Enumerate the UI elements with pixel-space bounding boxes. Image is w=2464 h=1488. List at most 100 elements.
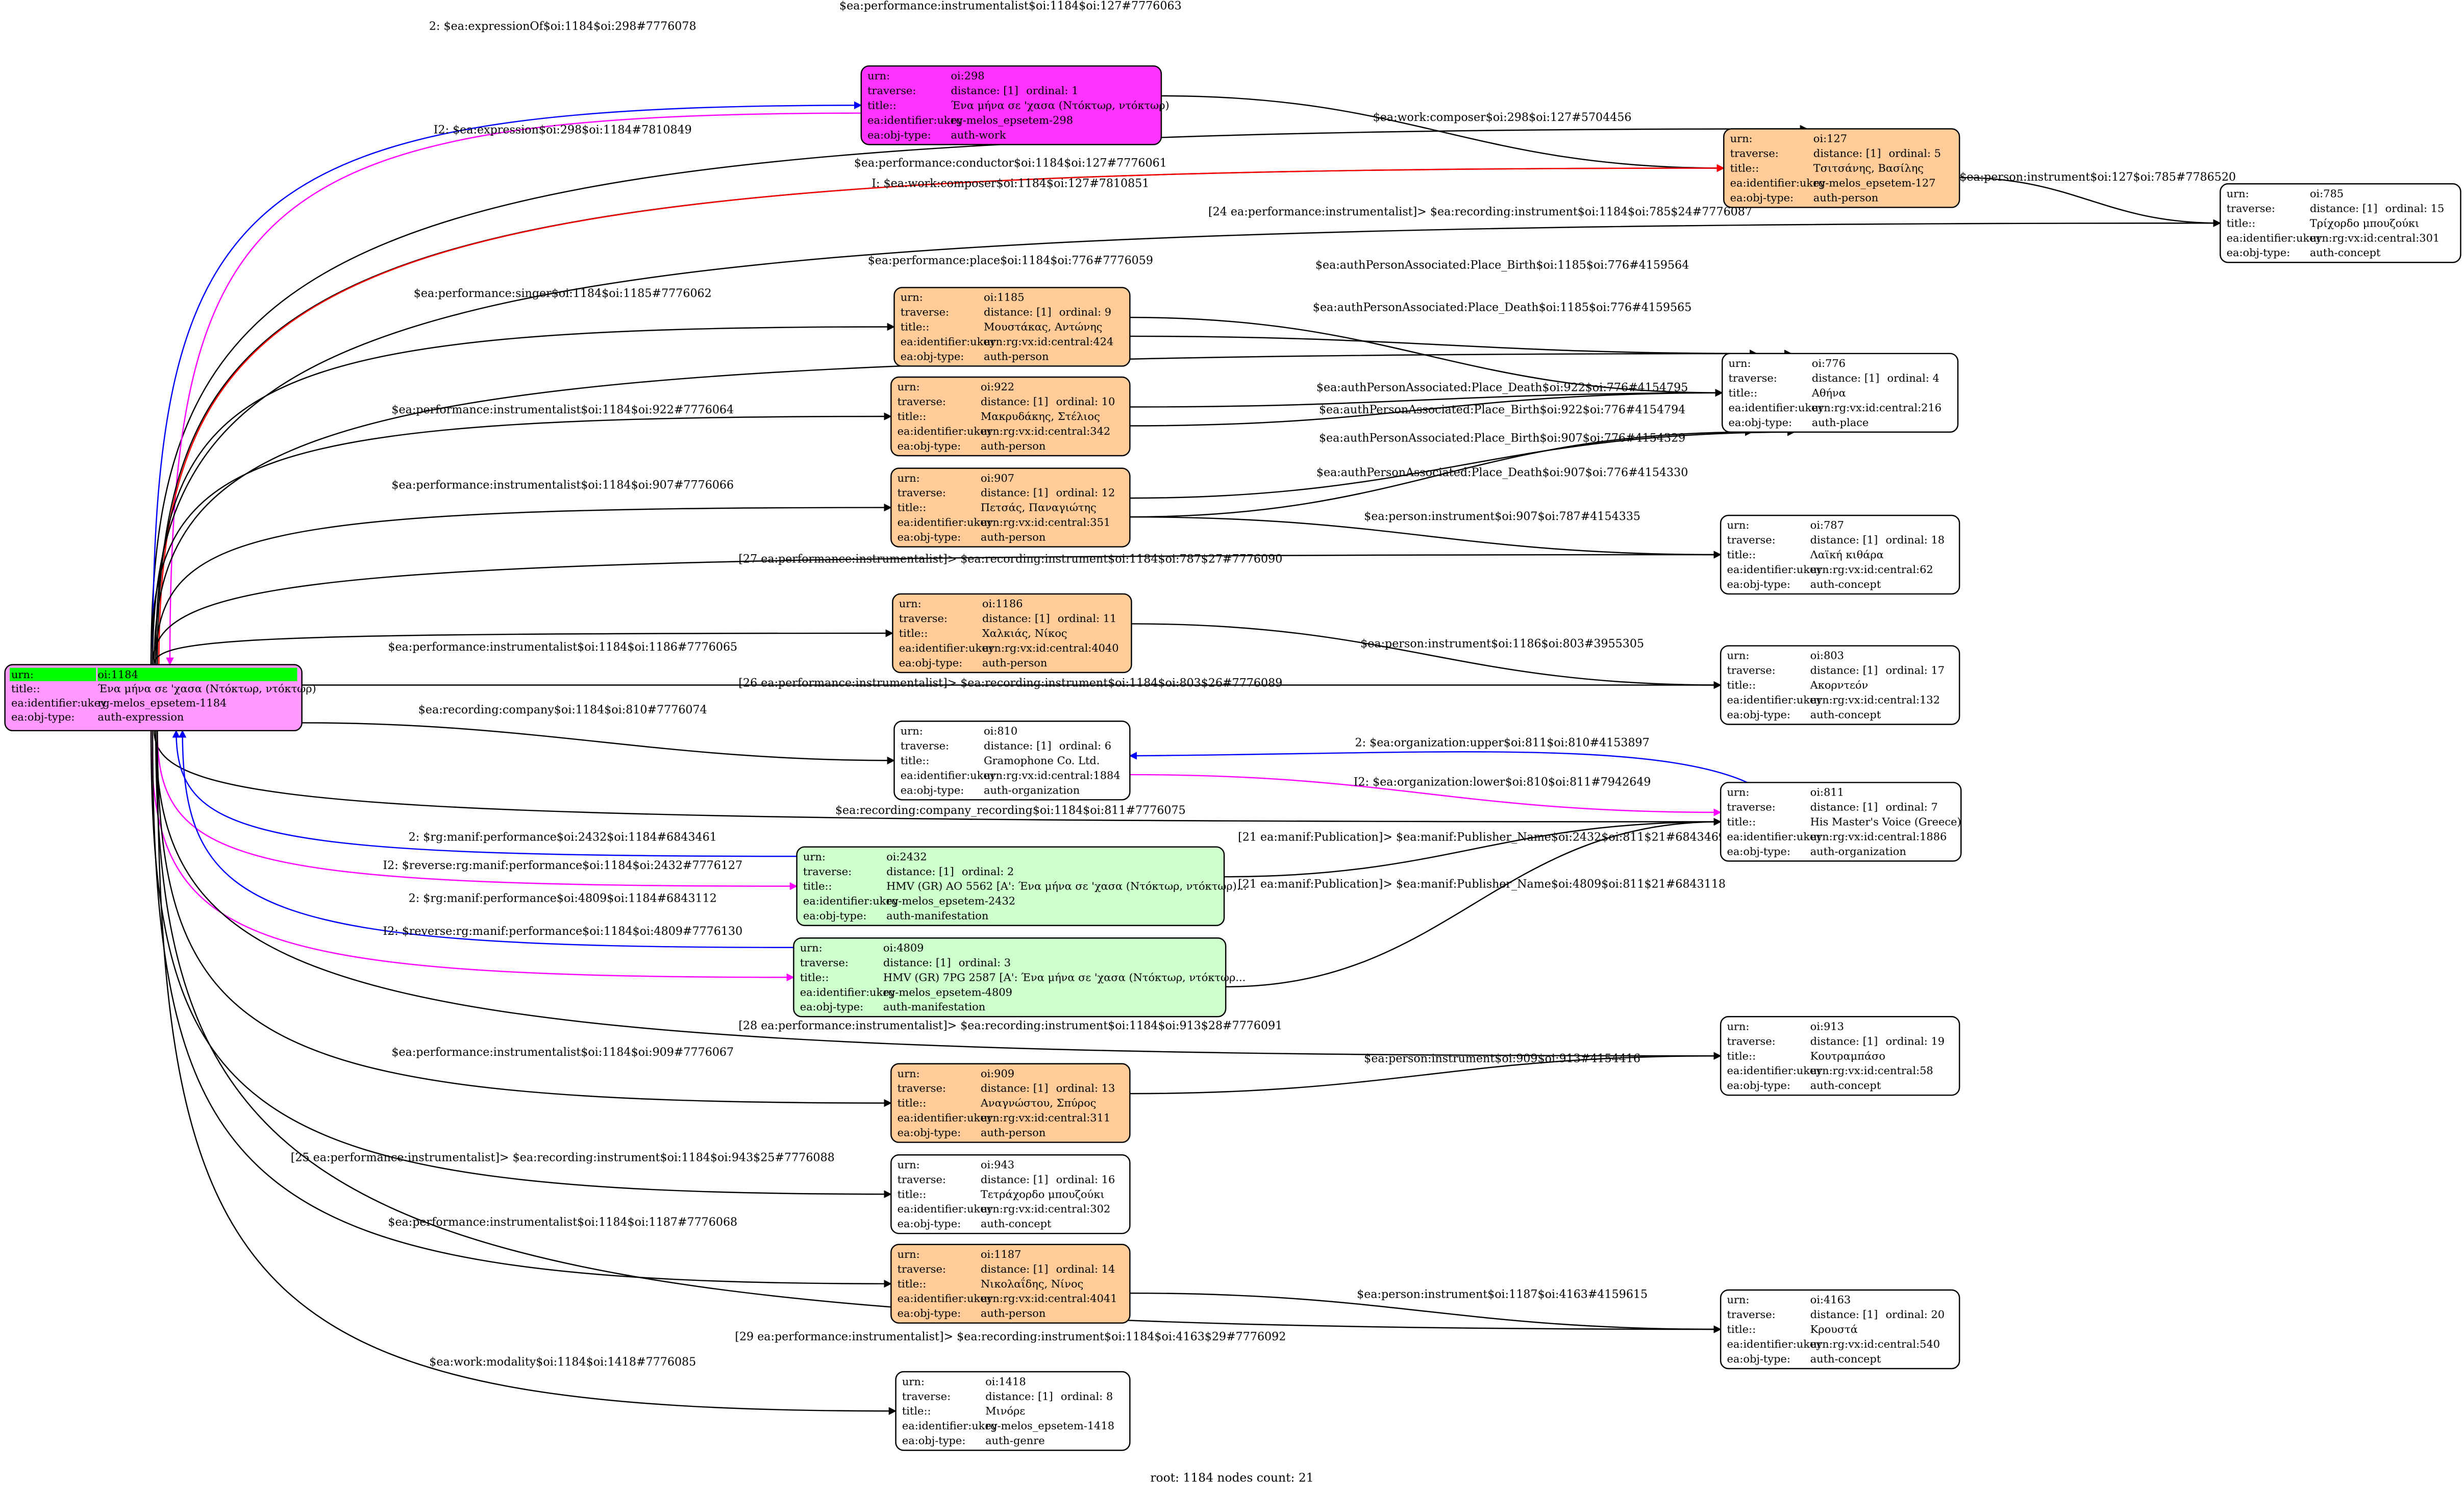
row-value-ukey: urn:rg:vx:id:central:351 [981,516,1110,529]
row-value-distance: distance: [1] [981,395,1049,408]
edge-labels-layer: $ea:performance:instrumentalist$oi:1184$… [291,0,2236,1369]
row-value-ordinal: ordinal: 7 [1885,801,1937,813]
row-label: title:: [1727,816,1756,828]
row-value-ukey: urn:rg:vx:id:central:424 [984,335,1113,348]
row-label: urn: [867,69,890,82]
row-value-type: auth-concept [981,1218,1052,1230]
node-box [1723,128,1960,208]
row-label: title:: [1727,1050,1756,1062]
edge-label: $ea:performance:instrumentalist$oi:1184$… [388,1216,737,1229]
edge [155,323,895,665]
row-label: ea:obj-type: [898,531,961,543]
row-label: traverse: [1727,1035,1775,1047]
edge [152,101,862,665]
edge-label: $ea:person:instrument$oi:1186$oi:803#395… [1360,637,1644,651]
row-label: urn: [1727,1020,1749,1032]
edge [152,551,1722,665]
row-label: traverse: [1727,534,1775,546]
node-box [890,1063,1131,1143]
edge [302,722,895,765]
edge [1130,1052,1722,1095]
row-value-ukey: urn:rg:vx:id:central:302 [981,1203,1110,1215]
row-label: traverse: [1727,664,1775,677]
row-label: urn: [1730,133,1753,145]
row-value-ordinal: ordinal: 10 [1056,395,1115,408]
node-box [895,1371,1131,1451]
row-value-title: Ένα μήνα σε 'χασα (Ντόκτωρ, ντόκτωρ) [97,683,316,695]
row-value-title: Κουτραμπάσο [1810,1050,1885,1062]
node-box [893,721,1131,801]
row-value-urn: oi:785 [2310,187,2344,200]
row-label: title:: [902,1405,931,1417]
row-value-urn: oi:1418 [985,1375,1026,1387]
row-label: ea:obj-type: [898,1127,961,1139]
row-value-type: auth-work [951,129,1006,141]
row-label: urn: [1727,650,1749,662]
row-label: title:: [899,627,928,639]
node-box [890,1244,1131,1324]
row-value-urn: oi:2432 [886,851,927,863]
edge [1226,817,1722,987]
row-label: ea:identifier:ukey [800,986,895,998]
row-value-distance: distance: [1] [886,865,954,878]
edge [153,350,1793,665]
edge [150,730,794,981]
row-label: ea:identifier:ukey [11,697,107,709]
row-label: traverse: [899,612,948,625]
row-label: ea:identifier:ukey [1727,830,1822,842]
edge-label: [21 ea:manif:Publication]> $ea:manif:Pub… [1238,830,1726,844]
edge [1130,389,1723,408]
row-label: ea:identifier:ukey [901,335,996,348]
row-label: ea:obj-type: [901,784,964,796]
row-value-title: Τρίχορδο μπουζούκι [2310,217,2419,229]
row-value-ordinal: ordinal: 5 [1889,147,1941,160]
row-value-distance: distance: [1] [1810,801,1878,813]
row-value-title: Κρουστά [1810,1323,1858,1335]
edges-layer [150,95,2221,1415]
node-box [4,664,303,732]
row-value-ordinal: ordinal: 2 [962,865,1014,878]
row-value-urn: oi:776 [1812,357,1846,369]
row-label: ea:identifier:ukey [867,114,963,126]
row-value-distance: distance: [1] [984,306,1052,318]
edge [1130,1292,1722,1333]
row-label: ea:identifier:ukey [1727,1338,1822,1350]
row-value-distance: distance: [1] [1810,1308,1878,1321]
node-box [890,376,1131,457]
row-value-ukey: urn:rg:vx:id:central:4040 [982,642,1119,654]
row-value-ordinal: ordinal: 6 [1059,739,1111,752]
row-value-type: auth-concept [1810,1079,1881,1092]
row-value-ukey: urn:rg:vx:id:central:311 [981,1112,1110,1124]
row-value-distance: distance: [1] [883,956,951,969]
row-label: traverse: [867,84,916,96]
row-value-ukey: urn:rg:vx:id:central:62 [1810,563,1933,576]
edge-label: $ea:authPersonAssociated:Place_Birth$oi:… [1315,259,1689,272]
row-value-urn: oi:787 [1810,519,1844,531]
row-label: urn: [1727,519,1749,531]
row-value-ukey: urn:rg:vx:id:central:301 [2310,232,2440,244]
node-box [890,467,1131,548]
row-value-title: Νικολαΐδης, Νίνος [981,1277,1083,1290]
